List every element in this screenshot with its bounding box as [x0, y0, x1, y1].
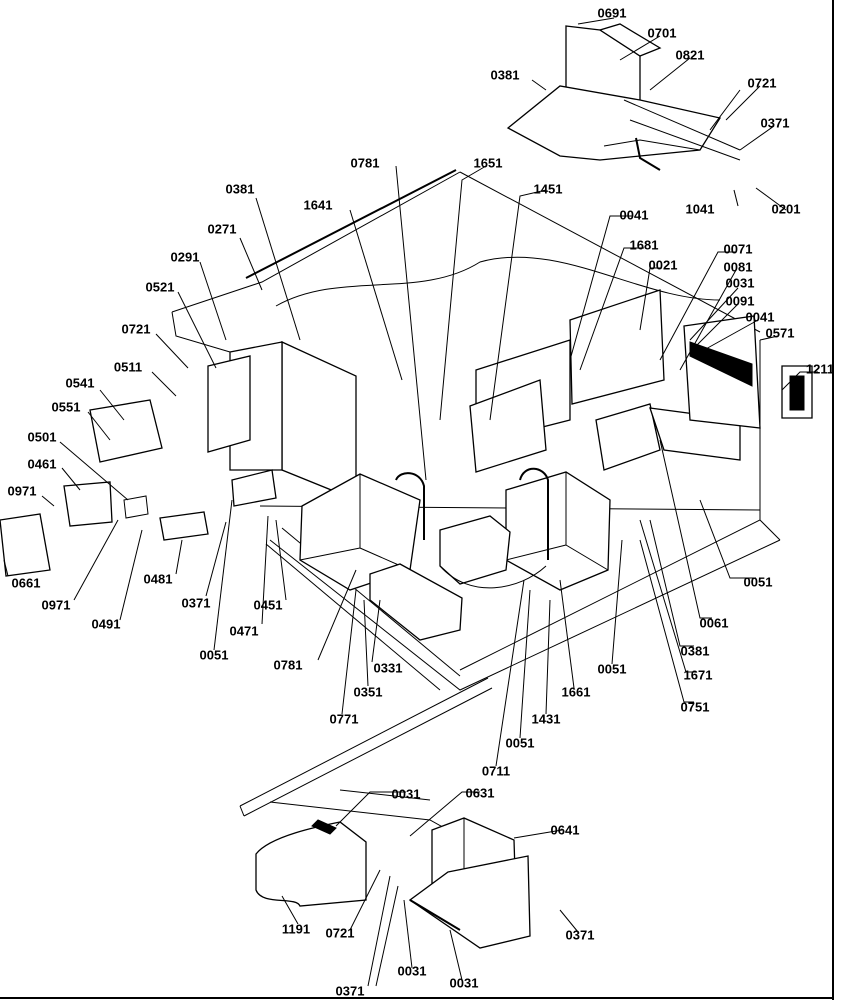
rear-component-block — [469, 289, 741, 473]
part-label: 1651 — [474, 155, 503, 170]
part-label: 1671 — [684, 667, 713, 682]
part-label: 1431 — [532, 711, 561, 726]
part-label: 0371 — [336, 983, 365, 998]
part-label: 0351 — [354, 684, 383, 699]
part-label: 1681 — [630, 237, 659, 252]
control-panel — [0, 311, 357, 577]
part-label: 0491 — [92, 616, 121, 631]
bottom-assembly — [239, 677, 531, 949]
part-label: 0751 — [681, 699, 710, 714]
part-label: 0781 — [351, 155, 380, 170]
part-label: 0781 — [274, 657, 303, 672]
part-label: 0691 — [598, 5, 627, 20]
part-label: 0501 — [28, 429, 57, 444]
part-label: 0051 — [200, 647, 229, 662]
side-fan-bracket — [683, 315, 813, 429]
part-label: 0701 — [648, 25, 677, 40]
part-label: 0381 — [681, 643, 710, 658]
part-label: 0551 — [52, 399, 81, 414]
frame-right-edge — [832, 0, 834, 1000]
magnetron-center — [439, 515, 547, 589]
part-label: 0331 — [374, 660, 403, 675]
part-label: 0721 — [122, 321, 151, 336]
part-label: 0521 — [146, 279, 175, 294]
part-label: 0041 — [620, 207, 649, 222]
terminal-box — [369, 563, 463, 641]
part-label: 0061 — [700, 615, 729, 630]
part-label: 0041 — [746, 309, 775, 324]
part-label: 0091 — [726, 293, 755, 308]
part-label: 0031 — [392, 786, 421, 801]
top-cover-assembly — [506, 23, 741, 171]
part-label: 0031 — [726, 275, 755, 290]
part-label: 0821 — [676, 47, 705, 62]
part-label: 0971 — [42, 597, 71, 612]
part-label: 1641 — [304, 197, 333, 212]
part-label: 0081 — [724, 259, 753, 274]
part-label: 0051 — [598, 661, 627, 676]
part-label: 0971 — [8, 483, 37, 498]
part-label: 0051 — [744, 574, 773, 589]
part-label: 1211 — [806, 361, 834, 376]
part-label: 0291 — [171, 249, 200, 264]
part-label: 0461 — [28, 456, 57, 471]
part-label: 0541 — [66, 375, 95, 390]
part-label: 1191 — [282, 921, 310, 936]
part-label: 0721 — [748, 75, 777, 90]
part-label: 0641 — [551, 822, 580, 837]
part-label: 1661 — [562, 684, 591, 699]
part-label: 0381 — [491, 67, 520, 82]
part-label: 0071 — [724, 241, 753, 256]
part-label: 1041 — [686, 201, 715, 216]
part-label: 0711 — [482, 763, 510, 778]
part-label: 0021 — [649, 257, 678, 272]
part-label: 0771 — [330, 711, 359, 726]
part-label: 0451 — [254, 597, 283, 612]
transformer-right — [505, 467, 611, 591]
leader-lines — [3, 17, 818, 987]
part-label: 0031 — [398, 963, 427, 978]
part-label: 0051 — [506, 735, 535, 750]
part-number-labels: 0691 0701 0821 0381 0721 0371 1041 0201 0781 1651… — [8, 5, 835, 998]
part-label: 0631 — [466, 785, 495, 800]
transformer-left — [299, 472, 425, 591]
part-label: 0511 — [114, 359, 142, 374]
part-label: 0471 — [230, 623, 259, 638]
part-label: 0031 — [450, 975, 479, 990]
part-label: 0381 — [226, 181, 255, 196]
part-label: 0371 — [566, 927, 595, 942]
part-label: 0371 — [761, 115, 790, 130]
part-label: 0571 — [766, 325, 795, 340]
part-label: 1451 — [534, 181, 563, 196]
part-label: 0661 — [12, 575, 41, 590]
part-label: 0721 — [326, 925, 355, 940]
part-label: 0481 — [144, 571, 173, 586]
part-label: 0371 — [182, 595, 211, 610]
part-label: 0271 — [208, 221, 237, 236]
part-label: 0201 — [772, 201, 801, 216]
frame-bottom-edge — [0, 997, 834, 999]
